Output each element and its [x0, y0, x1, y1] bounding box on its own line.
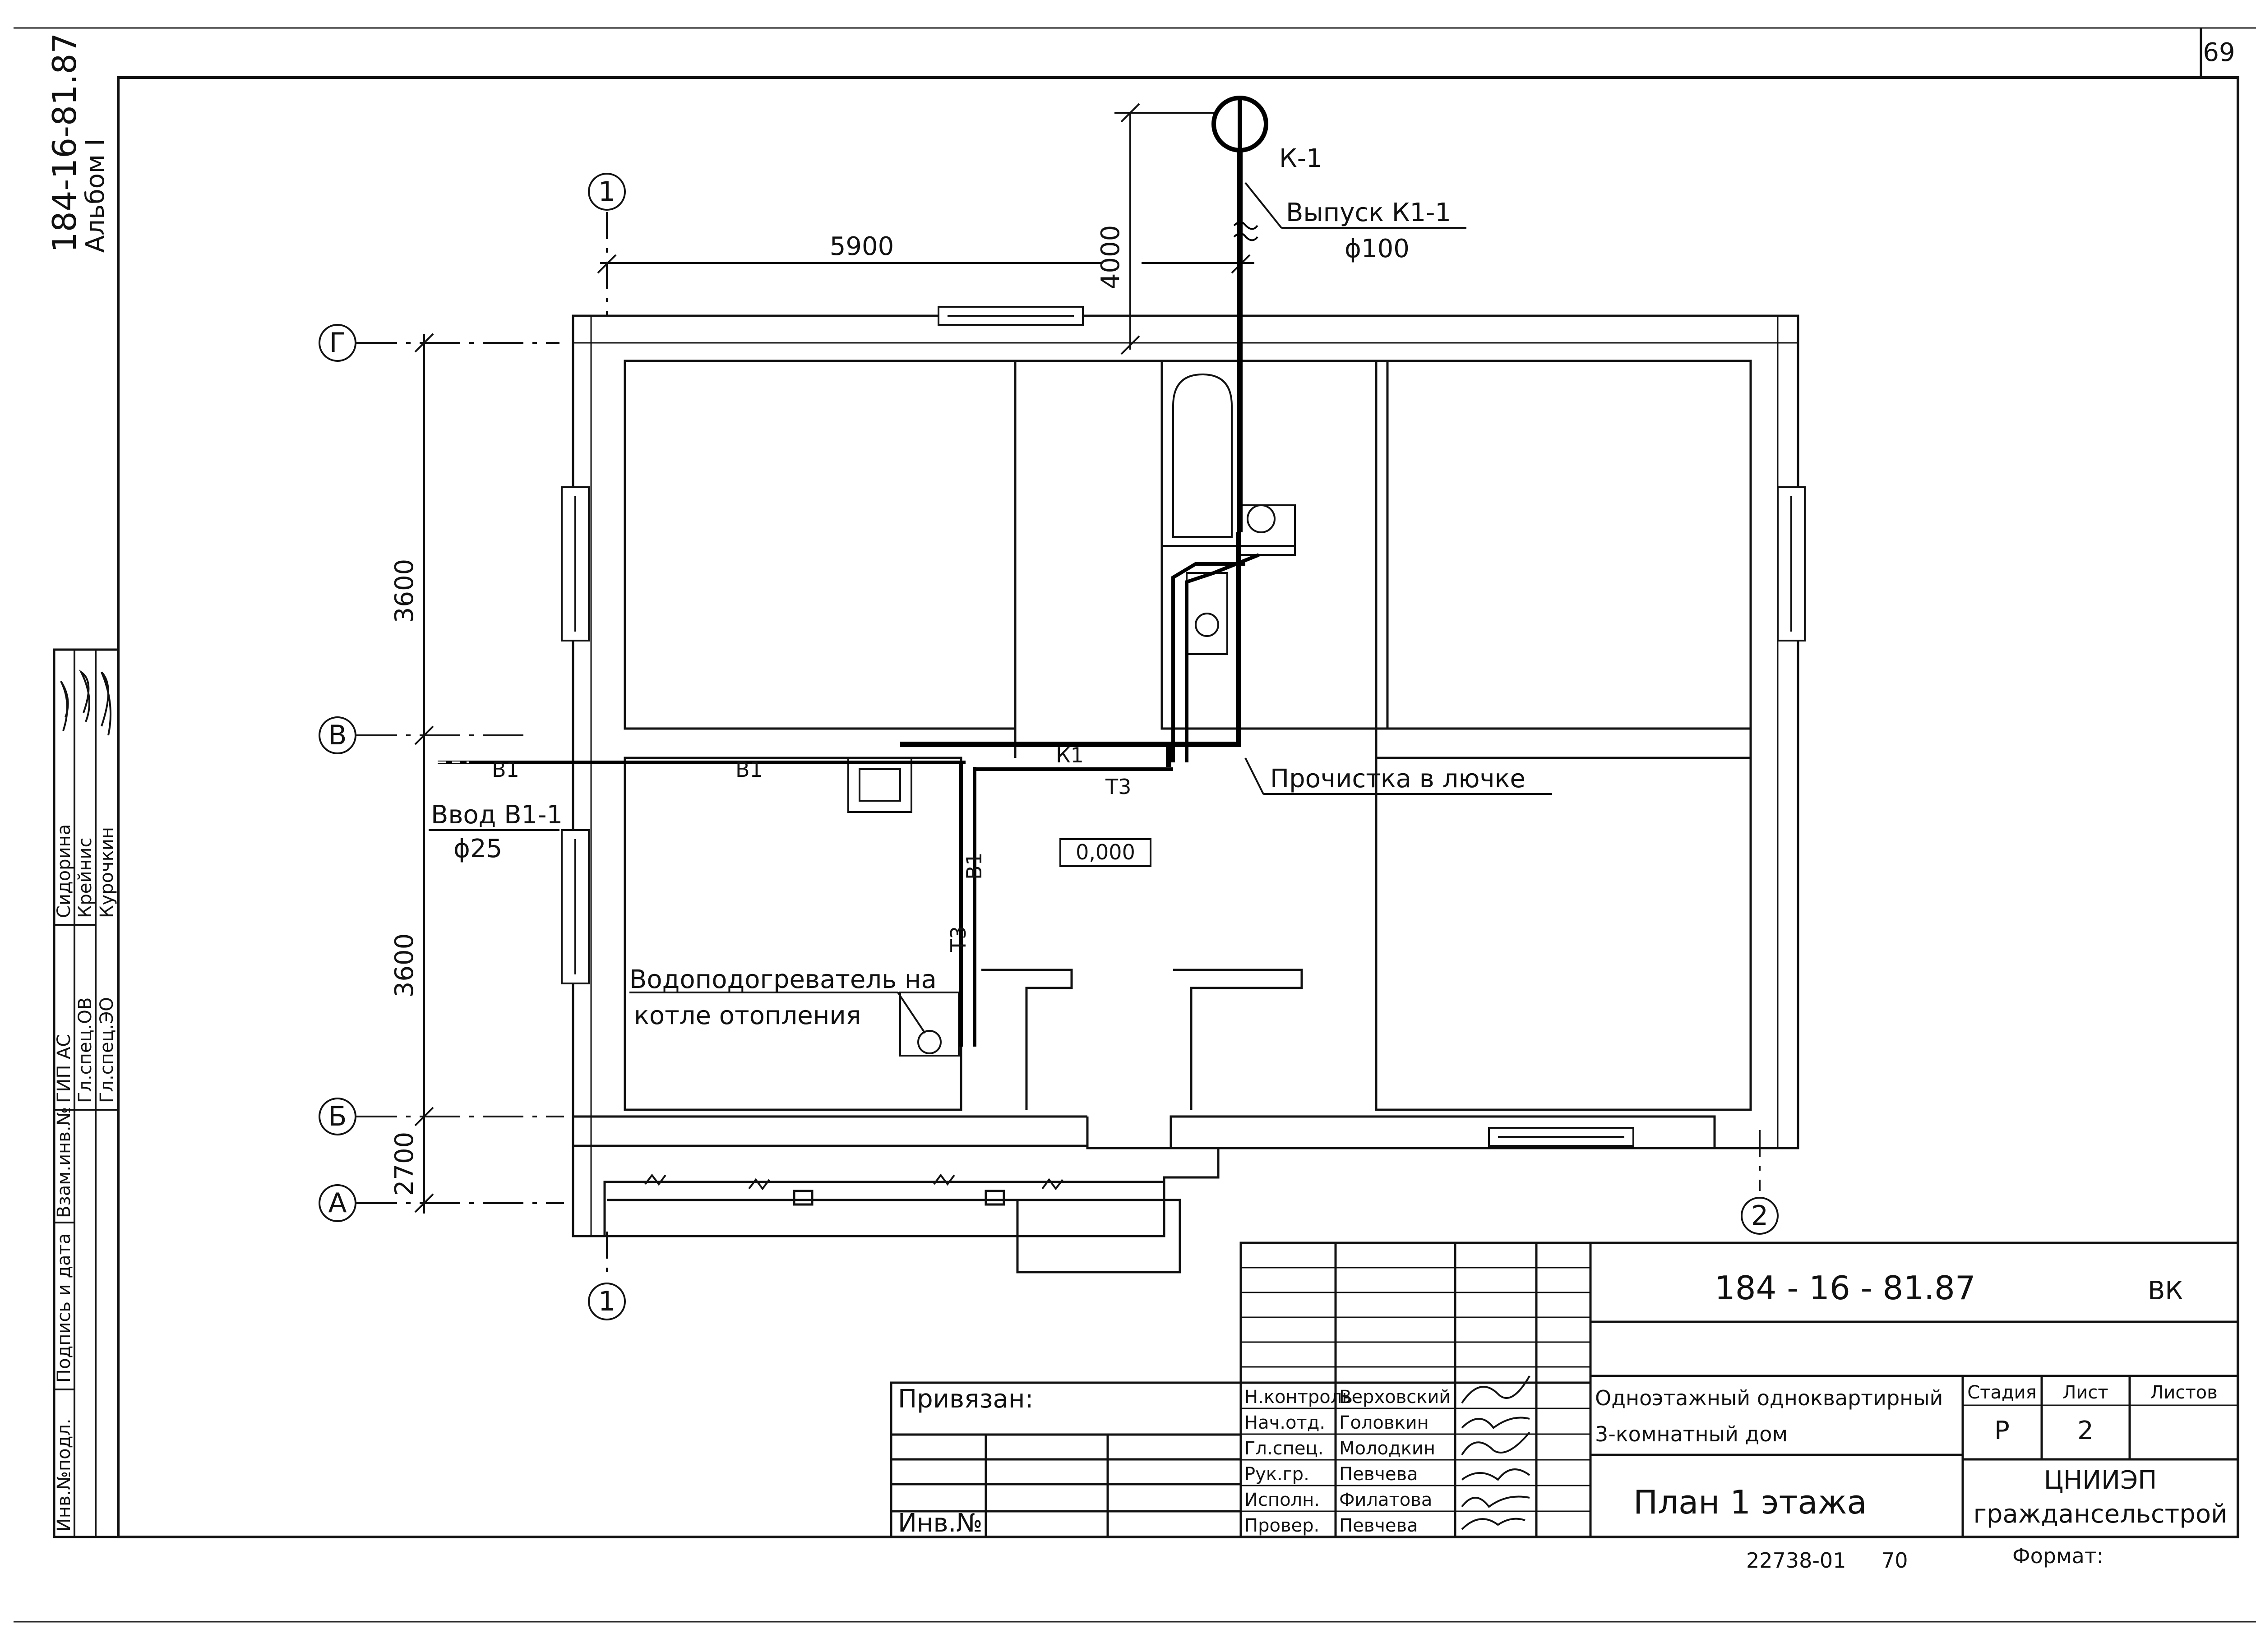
format-label: Формат: [2012, 1544, 2103, 1568]
order-suffix: 70 [1882, 1548, 1908, 1573]
pipe-label-B1-b: В1 [735, 757, 763, 782]
doc-code: 184 - 16 - 81.87 [1715, 1269, 1976, 1307]
tb-role-4: Исполн. [1244, 1490, 1320, 1510]
pipe-K1-horizontal [1166, 532, 1241, 767]
sheet-value: 2 [2077, 1416, 2094, 1445]
left-stamp-signatures [60, 669, 111, 736]
floor-level-mark: 0,000 [1076, 840, 1135, 864]
org-line-2: граждансельстрой [1973, 1500, 2227, 1529]
tb-name-2: Молодкин [1339, 1438, 1435, 1459]
dim-3600-top: 3600 [390, 559, 419, 623]
sheet-header: Лист [2062, 1382, 2108, 1403]
order-number: 22738-01 [1746, 1548, 1846, 1573]
tb-role-1: Нач.отд. [1244, 1412, 1325, 1433]
left-stamp-label-replace: Взам.инв.№ [54, 1107, 74, 1218]
project-line-1: Одноэтажный одноквартирный [1595, 1386, 1943, 1410]
piping [438, 144, 1260, 1047]
windows [561, 306, 1806, 1147]
kitchen-sink-icon [847, 757, 912, 813]
sewer-well-label: К-1 [1279, 144, 1322, 173]
left-stamp-label-inv: Инв.№подл. [54, 1418, 74, 1532]
axis-bubble-G: Г [319, 324, 356, 362]
pipe-label-B1-a: В1 [492, 757, 519, 782]
title-block-signatures [1461, 1375, 1530, 1530]
page-number-box: 69 [2200, 28, 2235, 78]
left-stamp-name-1: Сидорина [54, 824, 74, 918]
sewer-well-K1: К-1 [1211, 96, 1322, 173]
tb-role-0: Н.контроль [1244, 1387, 1353, 1407]
dim-4000: 4000 [1096, 225, 1125, 290]
doc-section: ВК [2148, 1276, 2183, 1306]
pipe-label-T3-b: Т3 [946, 926, 971, 952]
axis-bubble-A: А [319, 1184, 356, 1222]
tb-name-3: Певчева [1339, 1464, 1418, 1485]
album-label: Альбом I [81, 139, 110, 253]
water-heater-label-2: котле отопления [634, 1001, 861, 1030]
pipe-label-T3-a: Т3 [1105, 775, 1131, 799]
outlet-title: Выпуск К1-1 [1286, 198, 1451, 227]
pipe-label-B1-c: В1 [962, 852, 986, 880]
svg-text:1: 1 [598, 176, 615, 208]
annotation-leaders [429, 182, 1552, 1034]
water-heater-label-1: Водоподогреватель на [629, 965, 937, 994]
axis-bubble-1-top: 1 [588, 173, 626, 211]
pipe-label-K1: К1 [1056, 743, 1084, 767]
tb-name-0: Верховский [1339, 1387, 1451, 1407]
svg-text:Г: Г [329, 327, 346, 359]
project-line-2: 3-комнатный дом [1595, 1422, 1788, 1446]
stage-value: Р [1994, 1416, 2010, 1445]
svg-text:1: 1 [598, 1286, 615, 1317]
tb-name-5: Певчева [1339, 1515, 1418, 1536]
axis-bubble-B: Б [319, 1098, 356, 1135]
left-stamp-name-3: Курочкин [97, 827, 117, 918]
album-code-vertical: 184-16-81.87 Альбом I [46, 33, 110, 253]
dimension-lines [414, 103, 1254, 1214]
bathtub-icon [1172, 373, 1233, 538]
wall-thickness [573, 316, 1798, 1236]
cleanout-label: Прочистка в лючке [1270, 764, 1526, 794]
grid-axes [356, 212, 1761, 1281]
tb-role-3: Рук.гр. [1244, 1464, 1309, 1485]
building-walls [572, 314, 1799, 1274]
inlet-diameter: ϕ25 [453, 834, 502, 863]
tb-name-4: Филатова [1339, 1490, 1432, 1510]
tb-role-5: Провер. [1244, 1515, 1319, 1536]
left-stamp-role-1: ГИП АС [54, 1034, 74, 1103]
outlet-diameter: ϕ100 [1345, 234, 1410, 263]
title-block [890, 1241, 2239, 1538]
album-code: 184-16-81.87 [46, 33, 83, 253]
stage-header: Стадия [1967, 1382, 2036, 1403]
pipe-break-symbol [1233, 221, 1258, 241]
tb-role-2: Гл.спец. [1244, 1438, 1323, 1459]
dim-5900: 5900 [830, 232, 894, 261]
tb-name-1: Головкин [1339, 1412, 1429, 1433]
left-stamp-role-2: Гл.спец.ОВ [75, 997, 96, 1103]
left-stamp-name-2: Крейнис [75, 837, 96, 918]
water-heater-icon [899, 992, 960, 1057]
axis-bubble-V: В [319, 716, 356, 754]
page-number: 69 [2203, 38, 2235, 67]
terrace-break-marks [644, 1173, 1063, 1191]
left-stamp-label-sign: Подпись и дата [54, 1233, 74, 1383]
sheet-title: План 1 этажа [1633, 1483, 1867, 1521]
inv-label: Инв.№ [898, 1509, 983, 1538]
washbasin-icon [1247, 504, 1276, 533]
svg-text:А: А [328, 1187, 347, 1219]
svg-text:2: 2 [1751, 1200, 1768, 1232]
left-stamp-role-3: Гл.спец.ЭО [97, 997, 117, 1103]
bound-label: Привязан: [898, 1384, 1033, 1414]
dim-3600-bottom: 3600 [390, 933, 419, 998]
axis-bubble-2: 2 [1741, 1197, 1779, 1235]
svg-text:Б: Б [328, 1101, 347, 1132]
left-stamp: Инв.№подл. Подпись и дата Взам.инв.№ ГИП… [53, 648, 120, 1538]
svg-text:В: В [328, 720, 347, 751]
sheets-header: Листов [2150, 1382, 2217, 1403]
inlet-title: Ввод В1-1 [431, 800, 563, 830]
sanitary-fixtures [847, 373, 1296, 1057]
dim-2700: 2700 [390, 1132, 419, 1196]
org-line-1: ЦНИИЭП [2044, 1466, 2157, 1495]
axis-bubble-1-bottom: 1 [588, 1283, 626, 1320]
